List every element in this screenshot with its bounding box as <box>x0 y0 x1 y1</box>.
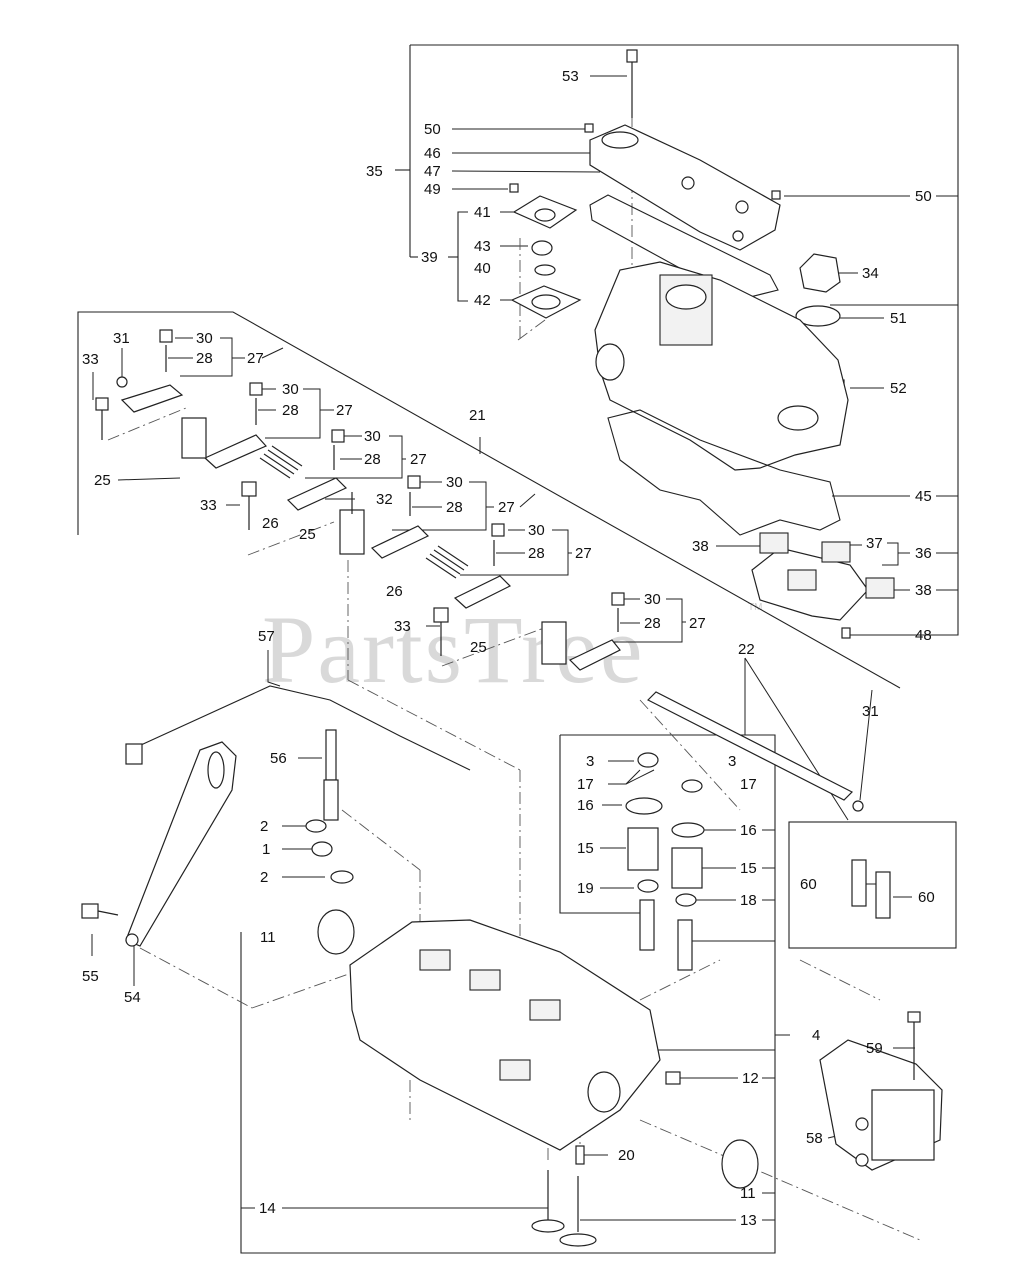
callout-27-f: 27 <box>689 615 706 632</box>
callout-26: 26 <box>262 515 279 532</box>
callout-26-b: 26 <box>386 583 403 600</box>
callout-33-c: 33 <box>394 618 411 635</box>
callout-27: 27 <box>247 350 264 367</box>
callout-28: 28 <box>196 350 213 367</box>
callout-52: 52 <box>890 380 907 397</box>
watermark-trademark: TM <box>748 602 762 613</box>
callout-18: 18 <box>740 892 757 909</box>
callout-50-right: 50 <box>915 188 932 205</box>
callout-27-d: 27 <box>498 499 515 516</box>
callout-2: 2 <box>260 818 268 835</box>
callout-30-d: 30 <box>446 474 463 491</box>
callout-37: 37 <box>866 535 883 552</box>
callout-31: 31 <box>113 330 130 347</box>
callout-55: 55 <box>82 968 99 985</box>
watermark-text: PartsTree <box>262 596 644 703</box>
callout-30-c: 30 <box>364 428 381 445</box>
callout-12: 12 <box>742 1070 759 1087</box>
callout-22: 22 <box>738 641 755 658</box>
callout-38-b: 38 <box>915 582 932 599</box>
callout-50: 50 <box>424 121 441 138</box>
callout-54: 54 <box>124 989 141 1006</box>
callout-58: 58 <box>806 1130 823 1147</box>
callout-28-f: 28 <box>644 615 661 632</box>
cylinder-head-parts <box>81 685 943 1247</box>
callout-41: 41 <box>474 204 491 221</box>
callout-42: 42 <box>474 292 491 309</box>
callout-21: 21 <box>469 407 486 424</box>
callout-34: 34 <box>862 265 879 282</box>
callout-13: 13 <box>740 1212 757 1229</box>
callout-30: 30 <box>196 330 213 347</box>
callout-53: 53 <box>562 68 579 85</box>
callout-19: 19 <box>577 880 594 897</box>
callout-45: 45 <box>915 488 932 505</box>
callout-36: 36 <box>915 545 932 562</box>
callout-48: 48 <box>915 627 932 644</box>
callout-60-b: 60 <box>918 889 935 906</box>
callout-27-b: 27 <box>336 402 353 419</box>
callout-38: 38 <box>692 538 709 555</box>
leader-lines <box>91 75 958 1221</box>
callout-30-e: 30 <box>528 522 545 539</box>
callout-28-d: 28 <box>446 499 463 516</box>
callout-25-c: 25 <box>470 639 487 656</box>
callout-56: 56 <box>270 750 287 767</box>
callout-16: 16 <box>577 797 594 814</box>
callout-43: 43 <box>474 238 491 255</box>
callout-28-e: 28 <box>528 545 545 562</box>
callout-14: 14 <box>259 1200 276 1217</box>
callout-49: 49 <box>424 181 441 198</box>
rocker-cover-parts <box>509 49 895 639</box>
callout-4: 4 <box>812 1027 820 1044</box>
callout-40: 40 <box>474 260 491 277</box>
callout-30-b: 30 <box>282 381 299 398</box>
callout-labels: 53 50 46 35 47 49 50 41 43 39 40 34 42 5… <box>82 68 935 1229</box>
callout-17-b: 17 <box>740 776 757 793</box>
callout-60: 60 <box>800 876 817 893</box>
callout-15-b: 15 <box>740 860 757 877</box>
callout-16-b: 16 <box>740 822 757 839</box>
callout-3: 3 <box>586 753 594 770</box>
rocker-shaft-parts <box>95 329 864 812</box>
callout-15: 15 <box>577 840 594 857</box>
callout-46: 46 <box>424 145 441 162</box>
callout-28-c: 28 <box>364 451 381 468</box>
callout-59: 59 <box>866 1040 883 1057</box>
callout-32: 32 <box>376 491 393 508</box>
callout-31-b: 31 <box>862 703 879 720</box>
callout-11-b: 11 <box>740 1185 756 1202</box>
callout-27-e: 27 <box>575 545 592 562</box>
callout-2-b: 2 <box>260 869 268 886</box>
callout-20: 20 <box>618 1147 635 1164</box>
callout-35: 35 <box>366 163 383 180</box>
callout-17: 17 <box>577 776 594 793</box>
callout-25-b: 25 <box>299 526 316 543</box>
callout-25: 25 <box>94 472 111 489</box>
callout-47: 47 <box>424 163 441 180</box>
callout-28-b: 28 <box>282 402 299 419</box>
callout-57: 57 <box>258 628 275 645</box>
callout-51: 51 <box>890 310 907 327</box>
callout-3-b: 3 <box>728 753 736 770</box>
callout-33-b: 33 <box>200 497 217 514</box>
callout-39: 39 <box>421 249 438 266</box>
callout-27-c: 27 <box>410 451 427 468</box>
callout-33: 33 <box>82 351 99 368</box>
callout-30-f: 30 <box>644 591 661 608</box>
callout-11: 11 <box>260 929 276 946</box>
callout-1: 1 <box>262 841 270 858</box>
